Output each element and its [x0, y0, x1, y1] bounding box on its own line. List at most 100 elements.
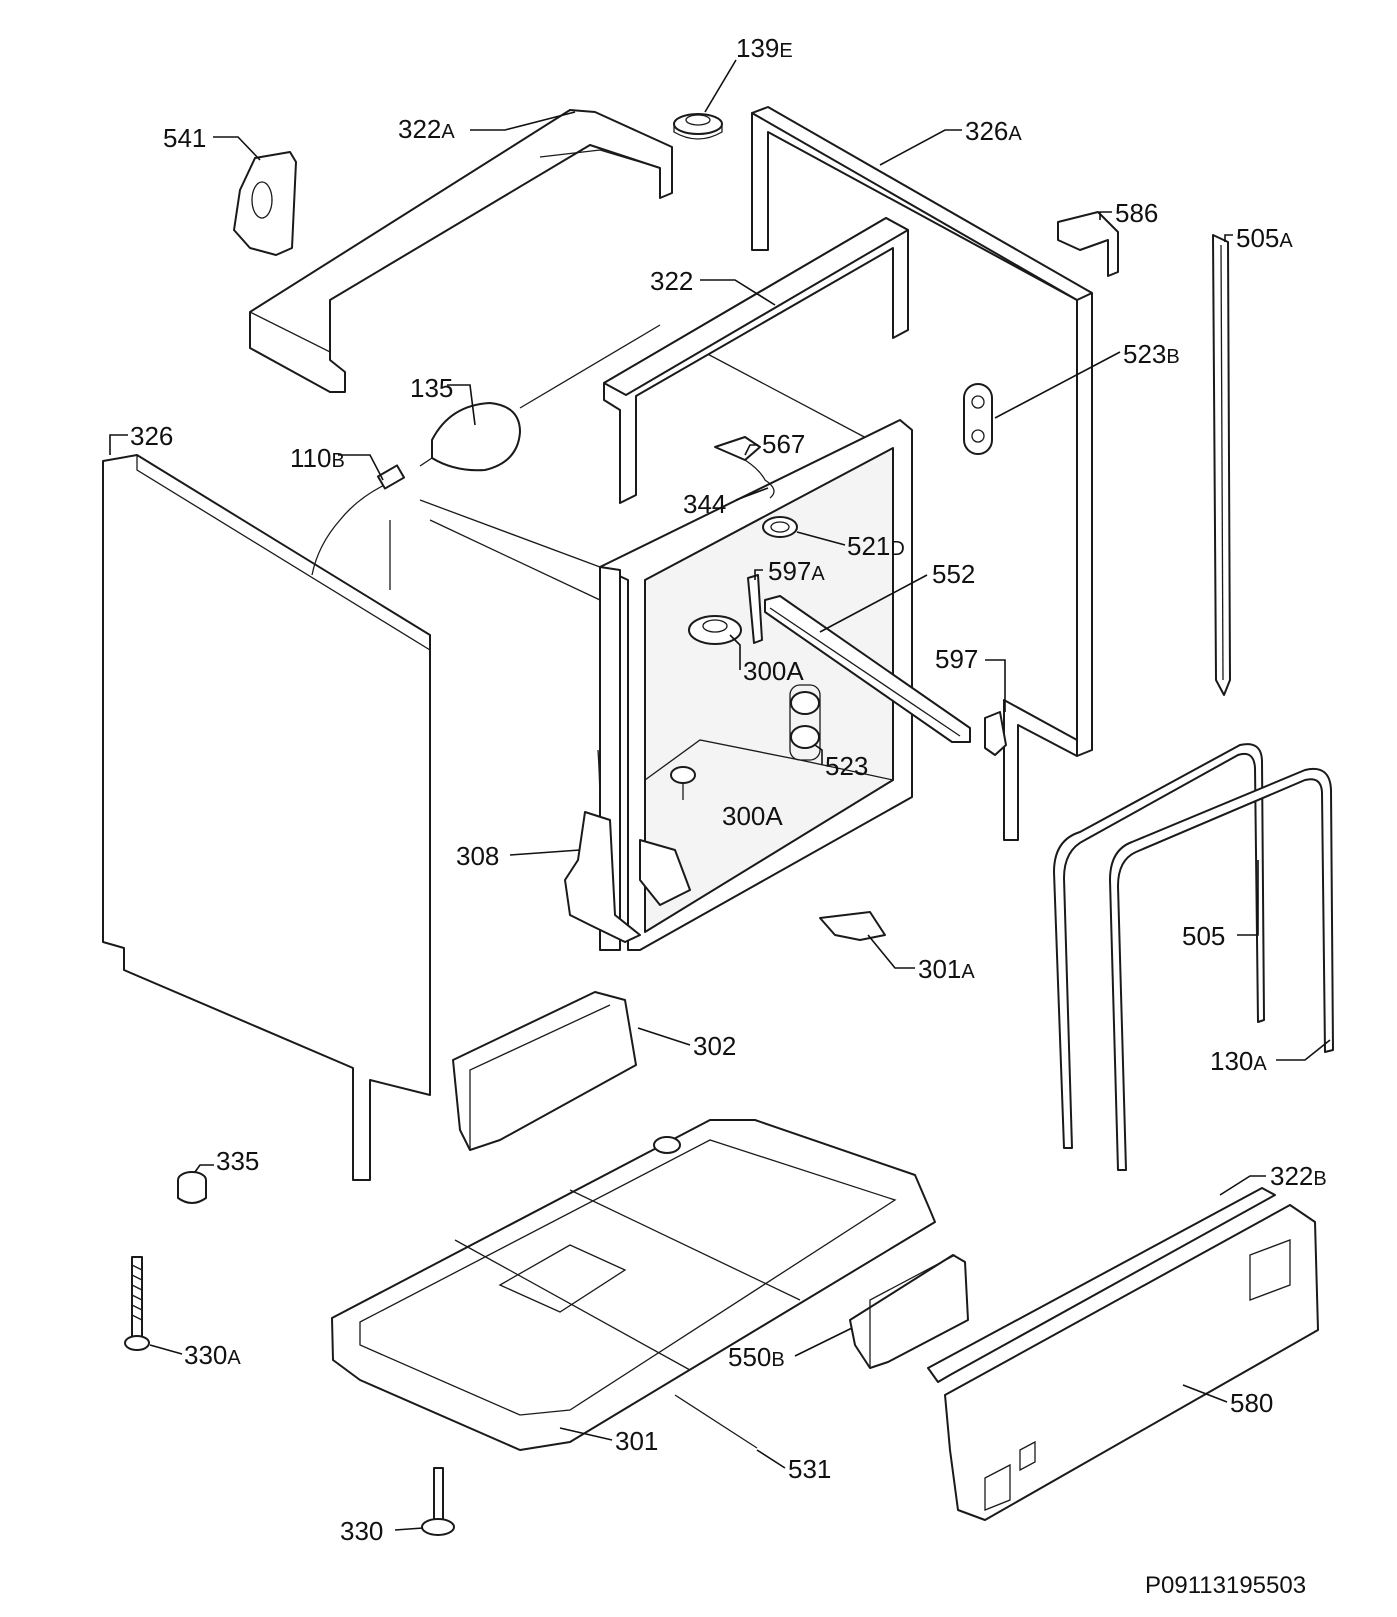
- part-number: 541: [163, 123, 206, 153]
- part-number: 302: [693, 1031, 736, 1061]
- part-number: 326: [965, 116, 1008, 146]
- part-number: 521: [847, 531, 890, 561]
- part-suffix: B: [771, 1349, 784, 1371]
- part-label-335: 335: [216, 1146, 259, 1176]
- part-label-322b: 322B: [1270, 1161, 1327, 1191]
- part-number: 531: [788, 1454, 831, 1484]
- part-label-505a: 505A: [1236, 223, 1293, 253]
- base-tray-301-drawing: [331, 1119, 936, 1451]
- part-number: 300A: [722, 801, 783, 831]
- part-number: 110: [290, 443, 331, 473]
- clip-567-344-drawing: [714, 436, 775, 499]
- clip-541-drawing: [233, 151, 297, 256]
- part-number: 597: [935, 644, 978, 674]
- part-label-302: 302: [693, 1031, 736, 1061]
- part-number: 330: [340, 1516, 383, 1546]
- spray-300a-upper-drawing: [688, 615, 742, 645]
- part-suffix: A: [1008, 123, 1022, 145]
- part-label-550b: 550B: [728, 1342, 785, 1372]
- part-number: 326: [130, 421, 173, 451]
- part-suffix: A: [961, 961, 975, 983]
- part-label-135: 135: [410, 373, 453, 403]
- part-number: 301: [918, 954, 961, 984]
- part-number: 550: [728, 1342, 771, 1372]
- side-panel-326-drawing: [102, 454, 431, 1181]
- bracket-586-drawing: [1057, 211, 1119, 277]
- nut-335-drawing: [177, 1171, 207, 1204]
- part-label-580: 580: [1230, 1388, 1273, 1418]
- part-label-541: 541: [163, 123, 206, 153]
- rail-322b-drawing: [927, 1187, 1276, 1383]
- part-label-505: 505: [1182, 921, 1225, 951]
- leader-lines: [109, 59, 1331, 1531]
- rod-531-drawing: [674, 1394, 758, 1449]
- screw-330-drawing: [421, 1467, 455, 1536]
- top-bracket-322a-drawing: [249, 109, 673, 393]
- part-label-326a: 326A: [965, 116, 1022, 146]
- door-seal-130a-drawing: [1109, 768, 1334, 1171]
- part-label-300a-1: 300A: [743, 656, 804, 686]
- part-label-308: 308: [456, 841, 499, 871]
- part-label-130a: 130A: [1210, 1046, 1267, 1076]
- part-number: 597: [768, 556, 811, 586]
- part-suffix: A: [227, 1347, 241, 1369]
- part-number: 523: [1123, 339, 1166, 369]
- part-suffix: B: [1166, 346, 1179, 368]
- part-label-326: 326: [130, 421, 173, 451]
- part-label-521d: 521D: [847, 531, 905, 561]
- part-number: 308: [456, 841, 499, 871]
- part-suffix: B: [1313, 1168, 1326, 1190]
- panel-580-drawing: [944, 1204, 1319, 1521]
- hinge-308-drawing: [564, 749, 691, 943]
- part-number: 580: [1230, 1388, 1273, 1418]
- part-number: 322: [650, 266, 693, 296]
- part-label-597a: 597A: [768, 556, 825, 586]
- part-label-523b: 523B: [1123, 339, 1180, 369]
- part-label-586: 586: [1115, 198, 1158, 228]
- part-label-344: 344: [683, 489, 726, 519]
- part-label-300a-2: 300A: [722, 801, 783, 831]
- document-id: P09113195503: [1145, 1572, 1306, 1599]
- part-suffix: E: [779, 40, 792, 62]
- part-number: 335: [216, 1146, 259, 1176]
- block-597-drawing: [984, 711, 1007, 756]
- part-number: 135: [410, 373, 453, 403]
- part-label-110b: 110B: [290, 443, 345, 473]
- nut-139e-drawing: [673, 113, 723, 140]
- grommet-523b-drawing: [963, 383, 993, 455]
- part-number: 300A: [743, 656, 804, 686]
- part-label-597: 597: [935, 644, 978, 674]
- part-number: 322: [1270, 1161, 1313, 1191]
- part-number: 552: [932, 559, 975, 589]
- part-number: 523: [825, 751, 868, 781]
- part-label-330: 330: [340, 1516, 383, 1546]
- bracket-301a-drawing: [819, 911, 886, 941]
- part-label-301a: 301A: [918, 954, 975, 984]
- filter-300a-lower-drawing: [670, 766, 696, 800]
- part-number: 586: [1115, 198, 1158, 228]
- rail-552-drawing: [764, 595, 971, 743]
- tub-drawing: [419, 419, 913, 951]
- part-label-552: 552: [932, 559, 975, 589]
- seal-strip-505a-drawing: [1212, 234, 1231, 696]
- rear-panel-326a-drawing: [699, 106, 1093, 841]
- part-label-567: 567: [762, 429, 805, 459]
- part-number: 301: [615, 1426, 658, 1456]
- part-suffix: A: [1253, 1053, 1267, 1075]
- part-number: 344: [683, 489, 726, 519]
- part-suffix: A: [441, 121, 455, 143]
- part-label-139e: 139E: [736, 33, 793, 63]
- part-number: 139: [736, 33, 779, 63]
- part-label-322a: 322A: [398, 114, 455, 144]
- door-seal-505-drawing: [1053, 743, 1265, 1149]
- part-number: 505: [1236, 223, 1279, 253]
- part-suffix: A: [1279, 230, 1293, 252]
- part-suffix: B: [331, 450, 344, 472]
- part-number: 567: [762, 429, 805, 459]
- part-label-330a: 330A: [184, 1340, 241, 1370]
- part-number: 505: [1182, 921, 1225, 951]
- part-label-322: 322: [650, 266, 693, 296]
- hose-110b-drawing: [311, 464, 406, 590]
